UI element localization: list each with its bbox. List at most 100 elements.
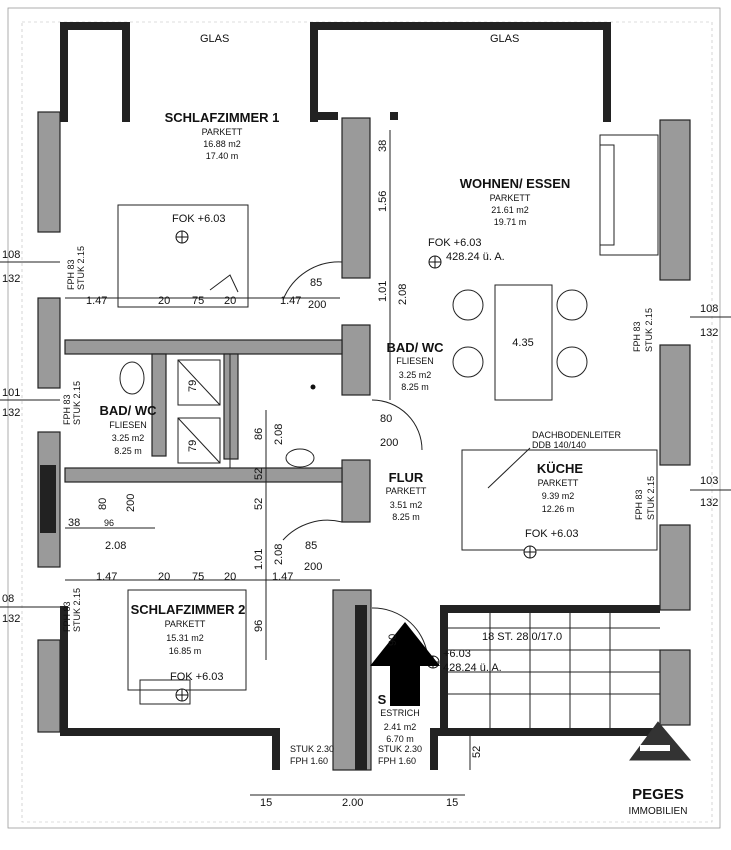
dim-208b: 2.08 xyxy=(273,424,285,445)
dim-left-108: 108 xyxy=(2,249,20,261)
dim-90: 90 xyxy=(387,634,399,646)
dim-96b: 96 xyxy=(253,620,265,632)
dim-200c: 200 xyxy=(380,437,398,449)
room-perimeter-schlaf2: 16.85 m xyxy=(169,646,202,656)
room-perimeter-stiege: 6.70 m xyxy=(386,734,414,744)
dim-147d: 1.47 xyxy=(272,571,293,583)
dim-15b: 15 xyxy=(446,797,458,809)
room-floor-flur: PARKETT xyxy=(386,486,427,496)
fph-left-top: FPH 83 xyxy=(66,259,76,290)
dim-20a: 20 xyxy=(158,295,170,307)
fph-labels: FPH 83 STUK 2.15 FPH 83 STUK 2.15 FPH 83… xyxy=(62,246,656,766)
dim-20d: 20 xyxy=(224,571,236,583)
fok-schlaf1: FOK +6.03 xyxy=(172,213,226,225)
dim-101b: 1.01 xyxy=(253,549,265,570)
fok-wohnen-ua: 428.24 ü. A. xyxy=(446,251,505,263)
room-floor-bad1: FLIESEN xyxy=(396,356,434,366)
brand-tagline: IMMOBILIEN xyxy=(629,806,688,817)
dim-20b: 20 xyxy=(224,295,236,307)
table-label: 4.35 xyxy=(512,337,533,349)
room-name-flur: FLUR xyxy=(389,470,424,485)
stuk-left-bot: STUK 2.15 xyxy=(72,588,82,632)
window-label-right: GLAS xyxy=(490,33,519,45)
room-floor-schlaf1: PARKETT xyxy=(202,127,243,137)
entrance-arrow-icon xyxy=(370,622,440,706)
dim-86: 86 xyxy=(253,428,265,440)
room-name-bad2: BAD/ WC xyxy=(99,403,157,418)
room-name-schlaf2: SCHLAFZIMMER 2 xyxy=(131,602,246,617)
dim-200b: 200 xyxy=(304,561,322,573)
dim-left-132a: 132 xyxy=(2,273,20,285)
dimension-lines xyxy=(0,130,731,796)
dim-80: 80 xyxy=(380,413,392,425)
dachbodenleiter-label: DACHBODENLEITER xyxy=(532,430,622,440)
room-name-kueche: KÜCHE xyxy=(537,461,584,476)
dim-200v: 200 xyxy=(125,494,137,512)
room-area-stiege: 2.41 m2 xyxy=(384,722,417,732)
dim-208c: 2.08 xyxy=(105,540,126,552)
dim-85a: 85 xyxy=(310,277,322,289)
dim-80v: 80 xyxy=(97,498,109,510)
room-labels: SCHLAFZIMMER 1 PARKETT 16.88 m2 17.40 m … xyxy=(99,110,583,744)
room-perimeter-kueche: 12.26 m xyxy=(542,504,575,514)
dim-85b: 85 xyxy=(305,540,317,552)
room-floor-stiege: ESTRICH xyxy=(380,708,420,718)
dim-left-101: 101 xyxy=(2,387,20,399)
dim-52c: 52 xyxy=(471,746,483,758)
room-area-bad2: 3.25 m2 xyxy=(112,433,145,443)
fok-schlaf2: FOK +6.03 xyxy=(170,671,224,683)
dim-right-132a: 132 xyxy=(700,327,718,339)
room-name-stiege: S xyxy=(378,692,387,707)
dim-147a: 1.47 xyxy=(86,295,107,307)
dim-52a: 52 xyxy=(253,468,265,480)
room-area-bad1: 3.25 m2 xyxy=(399,370,432,380)
dim-101a: 1.01 xyxy=(377,281,389,302)
stuk-bottom-right: STUK 2.30 xyxy=(378,744,422,754)
room-floor-schlaf2: PARKETT xyxy=(165,619,206,629)
fok-stair: +6.03 xyxy=(443,648,471,660)
dim-left-08: 08 xyxy=(2,593,14,605)
room-perimeter-wohnen: 19.71 m xyxy=(494,217,527,227)
dim-right-103: 103 xyxy=(700,475,718,487)
stuk-bottom-left: STUK 2.30 xyxy=(290,744,334,754)
dim-200a: 200 xyxy=(308,299,326,311)
brand-logo: PEGES IMMOBILIEN xyxy=(629,721,692,817)
room-floor-kueche: PARKETT xyxy=(538,478,579,488)
house-logo-icon xyxy=(629,721,692,761)
dim-right-108: 108 xyxy=(700,303,718,315)
room-name-wohnen: WOHNEN/ ESSEN xyxy=(460,176,571,191)
fph-right-top: FPH 83 xyxy=(632,321,642,352)
dim-208a: 2.08 xyxy=(397,284,409,305)
room-perimeter-bad2: 8.25 m xyxy=(114,446,142,456)
fok-wohnen: FOK +6.03 xyxy=(428,237,482,249)
dachbodenleiter-size: DDB 140/140 xyxy=(532,440,586,450)
dim-right-132b: 132 xyxy=(700,497,718,509)
interior-walls xyxy=(64,117,660,771)
level-labels: FOK +6.03 FOK +6.03 428.24 ü. A. FOK +6.… xyxy=(170,213,579,683)
room-floor-bad2: FLIESEN xyxy=(109,420,147,430)
fok-kueche: FOK +6.03 xyxy=(525,528,579,540)
furniture xyxy=(117,134,660,728)
dim-79a: 79 xyxy=(187,380,199,392)
fph-bottom-left: FPH 1.60 xyxy=(290,756,328,766)
exterior-walls xyxy=(37,22,691,770)
brand-name: PEGES xyxy=(632,786,684,803)
dim-38b: 38 xyxy=(68,517,80,529)
fph-right-bot: FPH 83 xyxy=(634,489,644,520)
room-area-flur: 3.51 m2 xyxy=(390,500,423,510)
dim-156: 1.56 xyxy=(377,191,389,212)
room-area-wohnen: 21.61 m2 xyxy=(491,205,529,215)
dim-52b: 52 xyxy=(253,498,265,510)
dim-75b: 75 xyxy=(192,571,204,583)
stairs-label: 18 ST. 28.0/17.0 xyxy=(482,631,562,643)
stair-steps xyxy=(448,613,660,728)
room-name-schlaf1: SCHLAFZIMMER 1 xyxy=(165,110,280,125)
room-floor-wohnen: PARKETT xyxy=(490,193,531,203)
fph-bottom-right: FPH 1.60 xyxy=(378,756,416,766)
room-perimeter-schlaf1: 17.40 m xyxy=(206,151,239,161)
fph-left-bot: FPH 83 xyxy=(62,601,72,632)
dimension-labels: 108 132 101 132 08 132 108 132 103 132 1… xyxy=(2,140,718,809)
stuk-right-bot: STUK 2.15 xyxy=(646,476,656,520)
dim-208d: 2.08 xyxy=(273,544,285,565)
